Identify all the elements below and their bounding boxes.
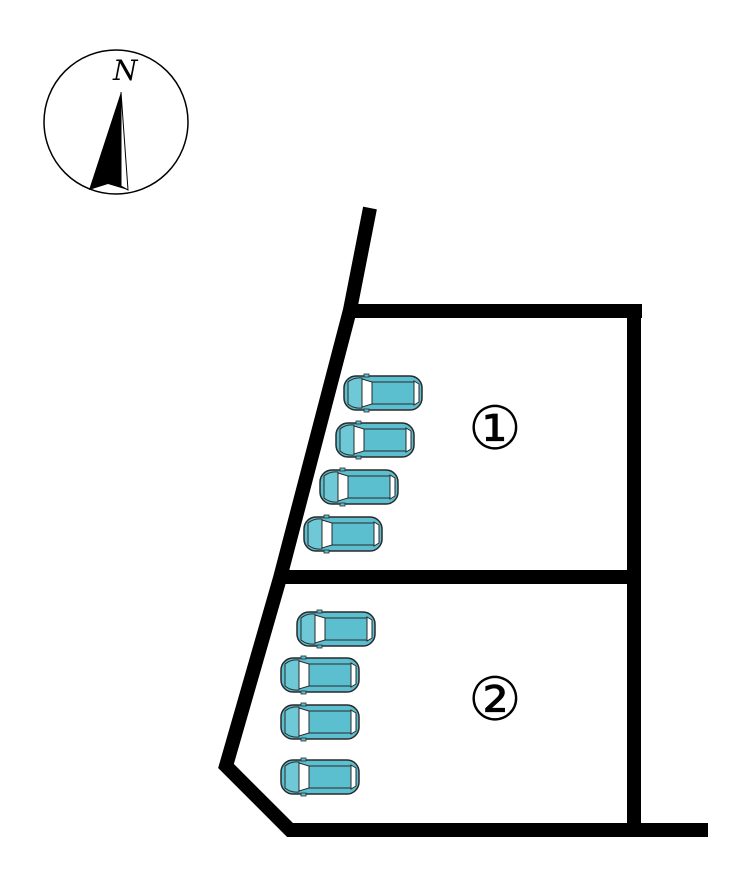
lot-2-label: ② <box>468 665 522 735</box>
compass: N <box>43 49 189 195</box>
site-boundaries <box>218 206 708 837</box>
north-arrow-icon <box>89 92 128 190</box>
car-icon <box>280 655 360 695</box>
car-icon <box>280 702 360 742</box>
west-boundary-line <box>218 206 708 837</box>
car-icon <box>335 420 415 460</box>
car-icon <box>296 609 376 649</box>
car-icon <box>319 467 399 507</box>
lot-1-label: ① <box>468 394 522 464</box>
car-icon <box>280 757 360 797</box>
compass-north-label: N <box>112 54 139 87</box>
car-icon <box>303 514 383 554</box>
car-icon <box>343 373 423 413</box>
lot-2-parking <box>280 609 376 797</box>
